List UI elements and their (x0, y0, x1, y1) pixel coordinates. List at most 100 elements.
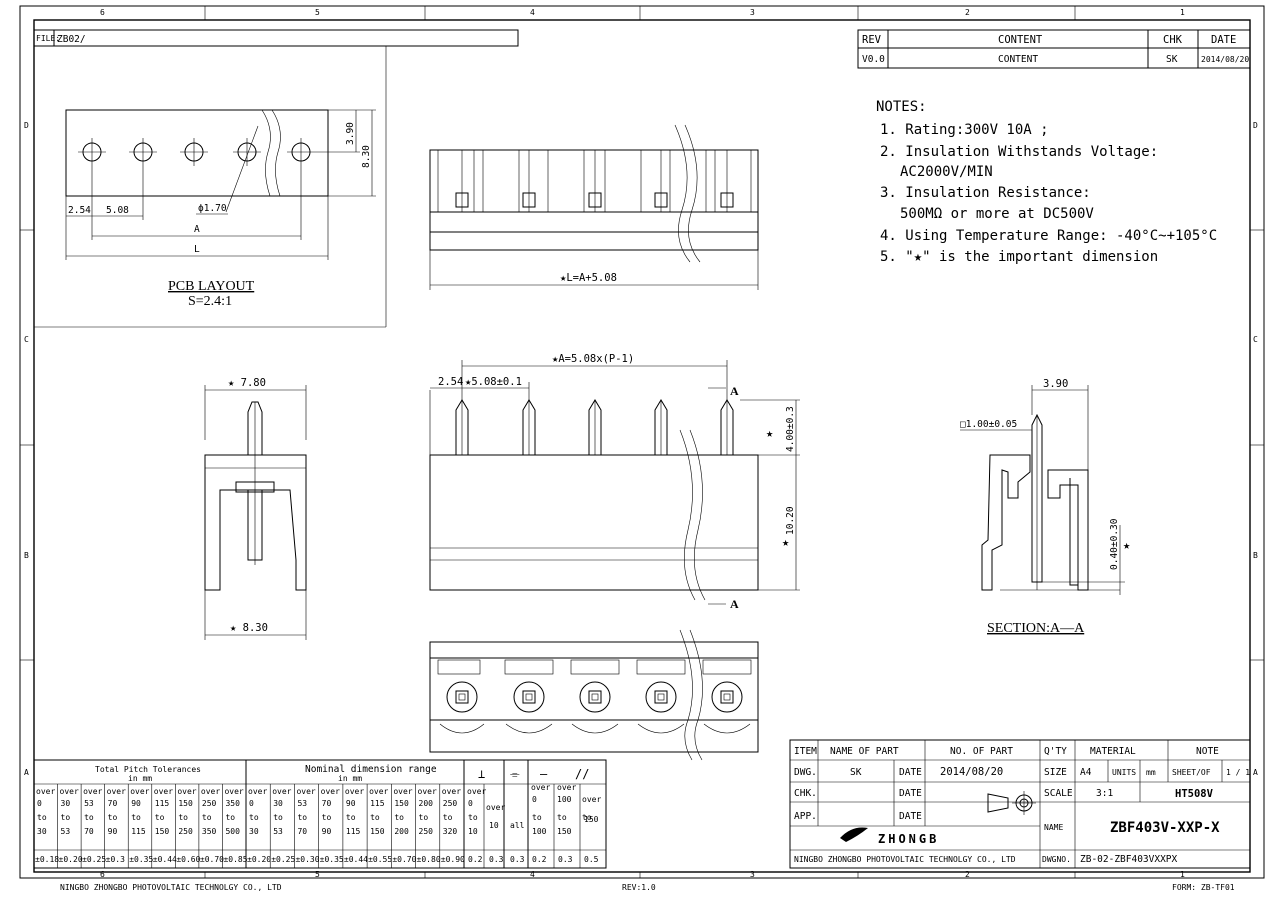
tol-left-unit: in mm (128, 774, 152, 783)
note-item: 4. Using Temperature Range: -40°C~+105°C (880, 228, 1217, 244)
pcb-dim-h2: 8.30 (361, 145, 372, 168)
table-cell: ±0.70 (392, 855, 416, 864)
table-cell: over (531, 783, 550, 792)
tb-item: ITEM (794, 746, 817, 757)
table-cell: 0 (37, 799, 42, 808)
table-cell: to (582, 813, 592, 822)
table-cell: 0.5 (584, 855, 599, 864)
tb-size-val: A4 (1080, 767, 1092, 778)
table-cell: over (296, 787, 315, 796)
table-cell: 30 (61, 799, 71, 808)
chk-value: SK (1166, 54, 1178, 65)
pcb-layout-scale: S=2.4:1 (188, 294, 232, 309)
table-cell: 200 (419, 799, 434, 808)
note-item: 500MΩ or more at DC500V (900, 206, 1094, 222)
table-cell: to (557, 813, 567, 822)
table-cell: over (60, 787, 79, 796)
table-cell: 30 (249, 827, 259, 836)
table-cell: 150 (394, 799, 409, 808)
tb-app: APP. (794, 811, 817, 822)
pcb-dim-h1: 3.90 (345, 122, 356, 145)
geo-parallel: // (575, 767, 589, 781)
projection-symbol-icon (987, 791, 1036, 815)
table-cell: 30 (37, 827, 47, 836)
table-cell: to (84, 813, 94, 822)
tolerance-table: Total Pitch Tolerances in mm Nominal dim… (33, 759, 607, 869)
table-cell: to (61, 813, 71, 822)
geo-sym: ⌯ (510, 767, 520, 781)
tb-name-val: ZBF403V-XXP-X (1110, 820, 1220, 836)
footer: NINGBO ZHONGBO PHOTOVOLTAIC TECHNOLGY CO… (60, 883, 1235, 892)
table-cell: over (248, 787, 267, 796)
tb-name: NAME (1044, 823, 1063, 832)
table-cell: 250 (443, 799, 458, 808)
table-cell: over (345, 787, 364, 796)
col-label: 6 (100, 870, 105, 879)
table-cell: 53 (84, 799, 94, 808)
geo-straight: — (540, 767, 548, 781)
side-view-bottom-dim: ★ 8.30 (230, 622, 268, 634)
table-cell: 0.2 (532, 855, 547, 864)
drawing-frame (19, 5, 1265, 879)
tb-note: NOTE (1196, 746, 1219, 757)
footer-rev: REV:1.0 (622, 883, 656, 892)
top-view-ribs (437, 149, 752, 213)
table-cell: over (393, 787, 412, 796)
col-label: 2 (965, 870, 970, 879)
table-cell: to (443, 813, 453, 822)
table-cell: 150 (370, 827, 385, 836)
table-cell: 150 (557, 827, 572, 836)
notes-title: NOTES: (876, 99, 927, 115)
tb-material: MATERIAL (1090, 746, 1136, 757)
table-cell: 250 (419, 827, 434, 836)
table-cell: 90 (108, 827, 118, 836)
tb-date-label-3: DATE (899, 811, 922, 822)
table-cell: 0 (468, 799, 473, 808)
footer-form: FORM: ZB-TF01 (1172, 883, 1235, 892)
row-label: A (24, 768, 29, 777)
table-cell: over (557, 783, 576, 792)
tb-dwgno-val: ZB-02-ZBF403VXXPX (1080, 854, 1178, 865)
table-cell: over (36, 787, 55, 796)
table-cell: to (108, 813, 118, 822)
tb-date-label-2: DATE (899, 788, 922, 799)
table-cell: over (486, 803, 505, 812)
note-item: 5. "★" is the important dimension (880, 249, 1158, 265)
table-cell: ±0.25 (82, 855, 106, 864)
table-cell: 0.2 (468, 855, 483, 864)
tb-scale-val: 3:1 (1096, 788, 1113, 799)
table-cell: to (273, 813, 283, 822)
col-label: 3 (750, 870, 755, 879)
table-cell: to (468, 813, 478, 822)
table-cell: 115 (131, 827, 146, 836)
table-cell: to (419, 813, 429, 822)
geo-perp: ⊥ (478, 767, 485, 781)
footer-company: NINGBO ZHONGBO PHOTOVOLTAIC TECHNOLGY CO… (60, 883, 282, 892)
date-header: DATE (1211, 34, 1236, 46)
col-label: 3 (750, 8, 755, 17)
top-view: ★L=A+5.08 (429, 124, 759, 290)
section-title: SECTION:A—A (987, 621, 1085, 636)
front-dim-pin-h: 4.00±0.3 (785, 406, 796, 452)
table-cell: 0 (532, 795, 537, 804)
note-item: AC2000V/MIN (900, 164, 993, 180)
table-cell: over (582, 795, 601, 804)
pcb-layout-title: PCB LAYOUT (168, 279, 255, 294)
side-view-top-dim: ★ 7.80 (228, 377, 266, 389)
table-cell: 53 (61, 827, 71, 836)
file-label: FILE: (36, 34, 60, 43)
col-label: 5 (315, 8, 320, 17)
row-label: D (24, 121, 29, 130)
table-cell: to (155, 813, 165, 822)
tb-size: SIZE (1044, 767, 1067, 778)
table-cell: 350 (225, 799, 240, 808)
table-cell: ±0.3 (106, 855, 125, 864)
bottom-view (429, 629, 759, 761)
table-cell: to (131, 813, 141, 822)
table-cell: over (130, 787, 149, 796)
tb-company: NINGBO ZHONGBO PHOTOVOLTAIC TECHNOLGY CO… (794, 855, 1016, 864)
table-cell: ±0.44 (344, 855, 368, 864)
table-cell: to (322, 813, 332, 822)
table-cell: to (346, 813, 356, 822)
note-item: 2. Insulation Withstands Voltage: (880, 144, 1158, 160)
